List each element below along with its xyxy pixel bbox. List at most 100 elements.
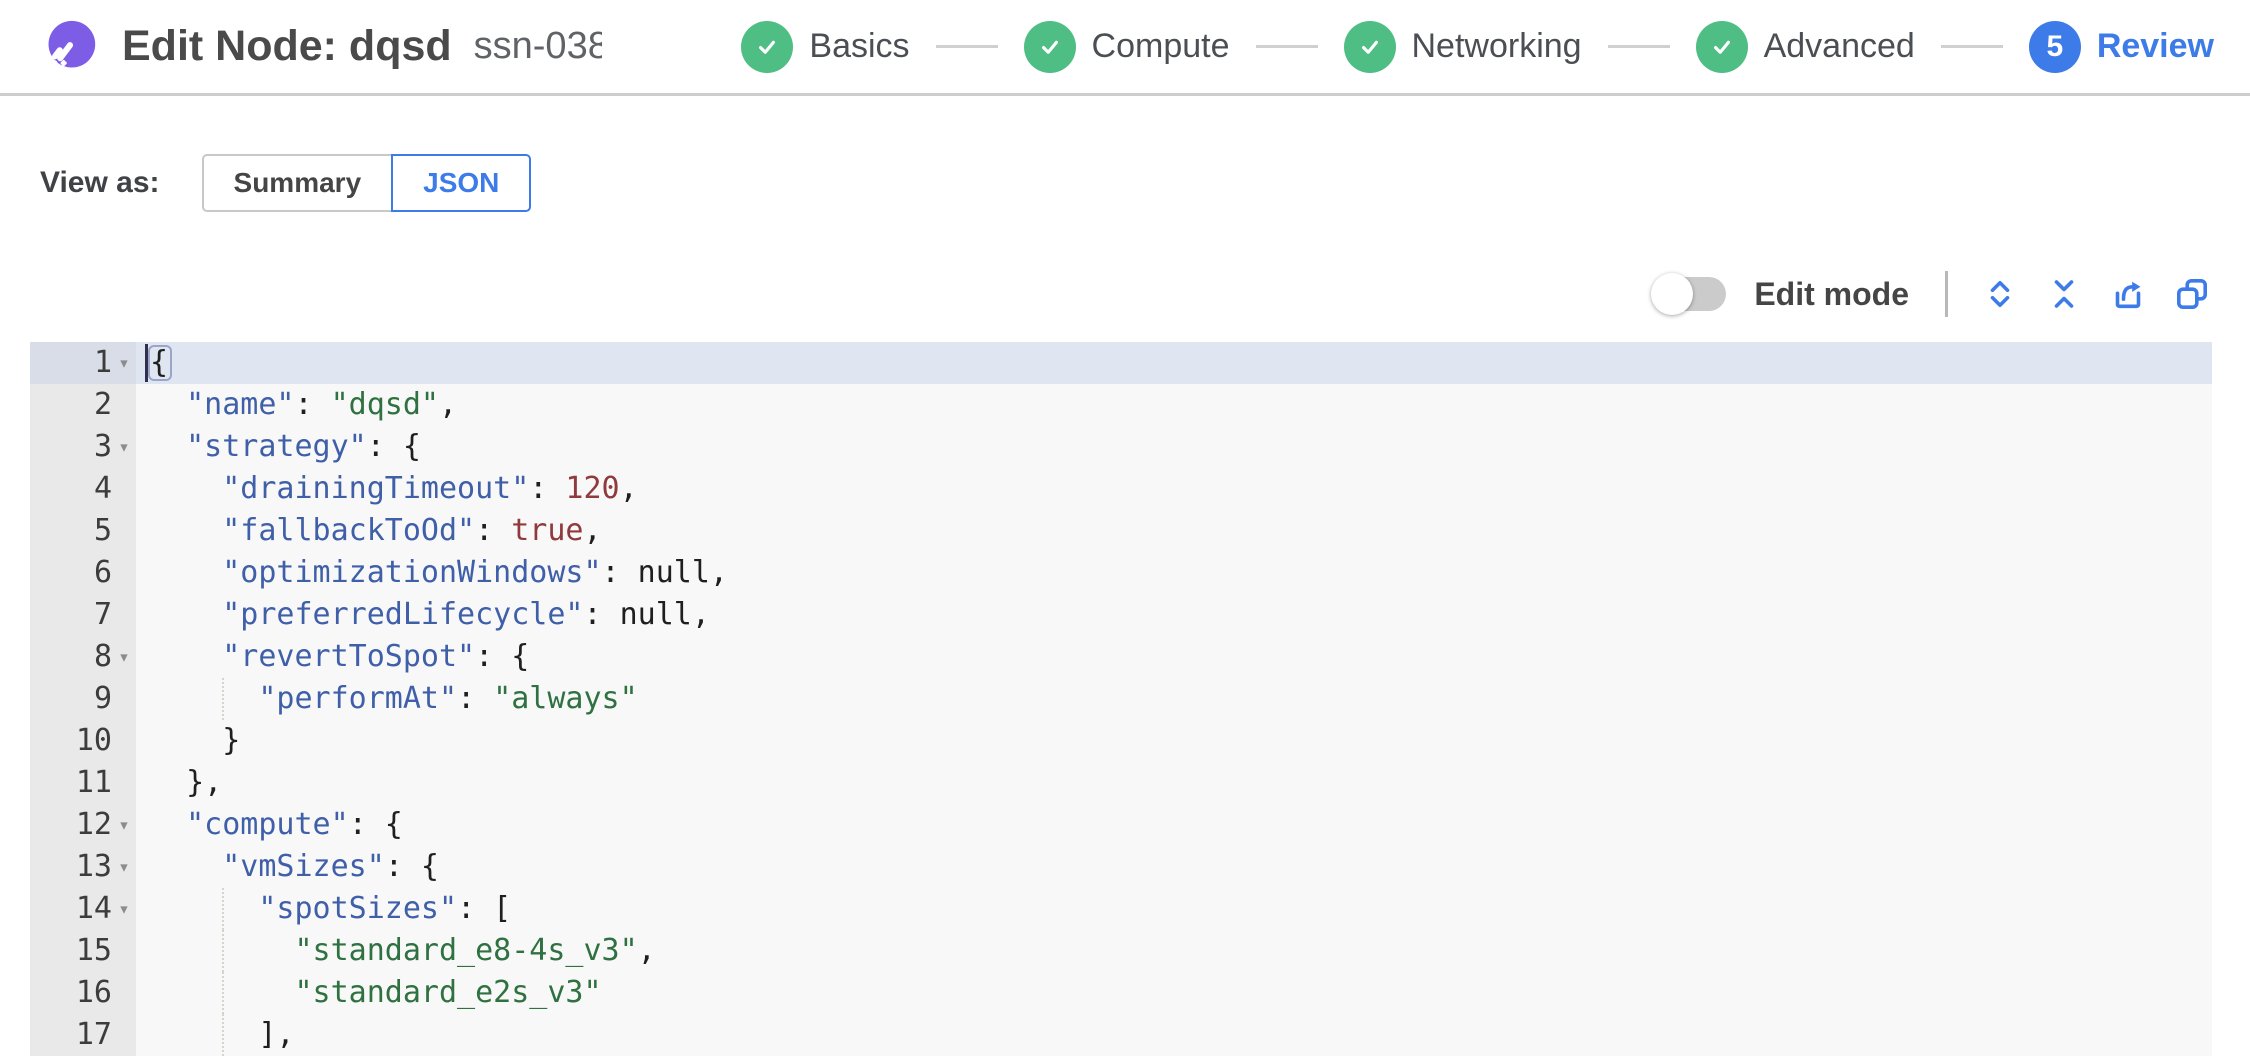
node-id-subtitle: ssn-038 xyxy=(473,25,602,67)
token: : xyxy=(583,597,620,632)
editor-line: 11 }, xyxy=(30,762,2212,804)
token: , xyxy=(583,513,602,548)
line-number: 10 xyxy=(75,723,112,758)
code-line[interactable]: "strategy": { xyxy=(136,426,2212,468)
code-line[interactable]: "name": "dqsd", xyxy=(136,384,2212,426)
code-line[interactable]: "standard_e8-4s_v3", xyxy=(136,930,2212,972)
token: null xyxy=(619,597,692,632)
view-as-json-button[interactable]: JSON xyxy=(391,154,532,212)
step-number-badge: 5 xyxy=(2028,20,2081,73)
line-gutter: 5 xyxy=(30,510,136,552)
indent-guide xyxy=(222,930,225,972)
indent-guide xyxy=(222,888,225,930)
token: ], xyxy=(258,1017,295,1052)
fold-toggle-icon[interactable]: ▾ xyxy=(118,352,130,374)
line-gutter: 16 xyxy=(30,972,136,1014)
code-line[interactable]: "preferredLifecycle": null, xyxy=(136,594,2212,636)
code-line[interactable]: ], xyxy=(136,1014,2212,1056)
view-as-label: View as: xyxy=(40,166,160,199)
code-line[interactable]: "drainingTimeout": 120, xyxy=(136,468,2212,510)
token: : xyxy=(529,471,566,506)
step-connector xyxy=(1255,45,1318,48)
editor-line: 16 "standard_e2s_v3" xyxy=(30,972,2212,1014)
code-line[interactable]: "compute": { xyxy=(136,804,2212,846)
line-gutter: 8▾ xyxy=(30,636,136,678)
step-label: Basics xyxy=(809,27,910,65)
toggle-knob xyxy=(1651,273,1694,315)
indent xyxy=(150,429,186,464)
line-number: 16 xyxy=(75,975,112,1010)
line-gutter: 15 xyxy=(30,930,136,972)
code-line[interactable]: { xyxy=(136,342,2212,384)
token: : xyxy=(294,387,331,422)
step-connector xyxy=(1940,45,2003,48)
fold-toggle-icon[interactable]: ▾ xyxy=(118,814,130,836)
indent xyxy=(150,471,222,506)
step-label: Compute xyxy=(1091,27,1230,65)
code-line[interactable]: }, xyxy=(136,762,2212,804)
code-line[interactable]: "optimizationWindows": null, xyxy=(136,552,2212,594)
token: "optimizationWindows" xyxy=(222,555,602,590)
line-number: 3 xyxy=(93,429,112,464)
fold-toggle-icon[interactable]: ▾ xyxy=(118,898,130,920)
editor-line: 15 "standard_e8-4s_v3", xyxy=(30,930,2212,972)
line-number: 13 xyxy=(75,849,112,884)
line-gutter: 10 xyxy=(30,720,136,762)
edit-mode-label: Edit mode xyxy=(1754,275,1909,312)
code-line[interactable]: "revertToSpot": { xyxy=(136,636,2212,678)
editor-line: 6 "optimizationWindows": null, xyxy=(30,552,2212,594)
step-label: Networking xyxy=(1411,27,1582,65)
expand-all-icon[interactable] xyxy=(1980,274,2020,314)
token: "preferredLifecycle" xyxy=(222,597,584,632)
line-number: 11 xyxy=(75,765,112,800)
view-as-summary-button[interactable]: Summary xyxy=(201,154,392,212)
edit-mode-toggle[interactable] xyxy=(1651,273,1727,315)
code-line[interactable]: "standard_e2s_v3" xyxy=(136,972,2212,1014)
line-gutter: 7 xyxy=(30,594,136,636)
token: "name" xyxy=(186,387,295,422)
indent xyxy=(150,849,222,884)
copy-icon[interactable] xyxy=(2172,274,2212,314)
line-number: 12 xyxy=(75,807,112,842)
fold-toggle-icon[interactable]: ▾ xyxy=(118,856,130,878)
line-number: 6 xyxy=(93,555,112,590)
indent xyxy=(150,765,186,800)
line-gutter: 4 xyxy=(30,468,136,510)
step-advanced[interactable]: Advanced xyxy=(1695,20,1915,73)
line-number: 17 xyxy=(75,1017,112,1052)
token: : xyxy=(475,513,512,548)
indent xyxy=(150,681,258,716)
token: : [ xyxy=(457,891,512,926)
token: : xyxy=(601,555,638,590)
collapse-all-icon[interactable] xyxy=(2044,274,2084,314)
fold-toggle-icon[interactable]: ▾ xyxy=(118,436,130,458)
code-line[interactable]: } xyxy=(136,720,2212,762)
fold-toggle-icon[interactable]: ▾ xyxy=(118,646,130,668)
code-line[interactable]: "performAt": "always" xyxy=(136,678,2212,720)
code-line[interactable]: "vmSizes": { xyxy=(136,846,2212,888)
export-icon[interactable] xyxy=(2108,274,2148,314)
indent xyxy=(150,1017,258,1052)
step-compute[interactable]: Compute xyxy=(1023,20,1230,73)
json-editor[interactable]: 1▾{2 "name": "dqsd",3▾ "strategy": {4 "d… xyxy=(30,342,2212,1056)
indent-guide xyxy=(222,678,225,720)
token: , xyxy=(691,597,710,632)
editor-line: 7 "preferredLifecycle": null, xyxy=(30,594,2212,636)
editor-line: 17 ], xyxy=(30,1014,2212,1056)
step-basics[interactable]: Basics xyxy=(741,20,910,73)
editor-line: 14▾ "spotSizes": [ xyxy=(30,888,2212,930)
token: , xyxy=(439,387,458,422)
editor-line: 13 ▾ "vmSizes": { xyxy=(30,846,2212,888)
line-gutter: 2 xyxy=(30,384,136,426)
step-networking[interactable]: Networking xyxy=(1343,20,1582,73)
token: : { xyxy=(384,849,439,884)
token: "revertToSpot" xyxy=(222,639,476,674)
code-line[interactable]: "fallbackToOd": true, xyxy=(136,510,2212,552)
code-line[interactable]: "spotSizes": [ xyxy=(136,888,2212,930)
indent xyxy=(150,387,186,422)
editor-line: 3 ▾ "strategy": { xyxy=(30,426,2212,468)
indent-guide xyxy=(222,972,225,1014)
